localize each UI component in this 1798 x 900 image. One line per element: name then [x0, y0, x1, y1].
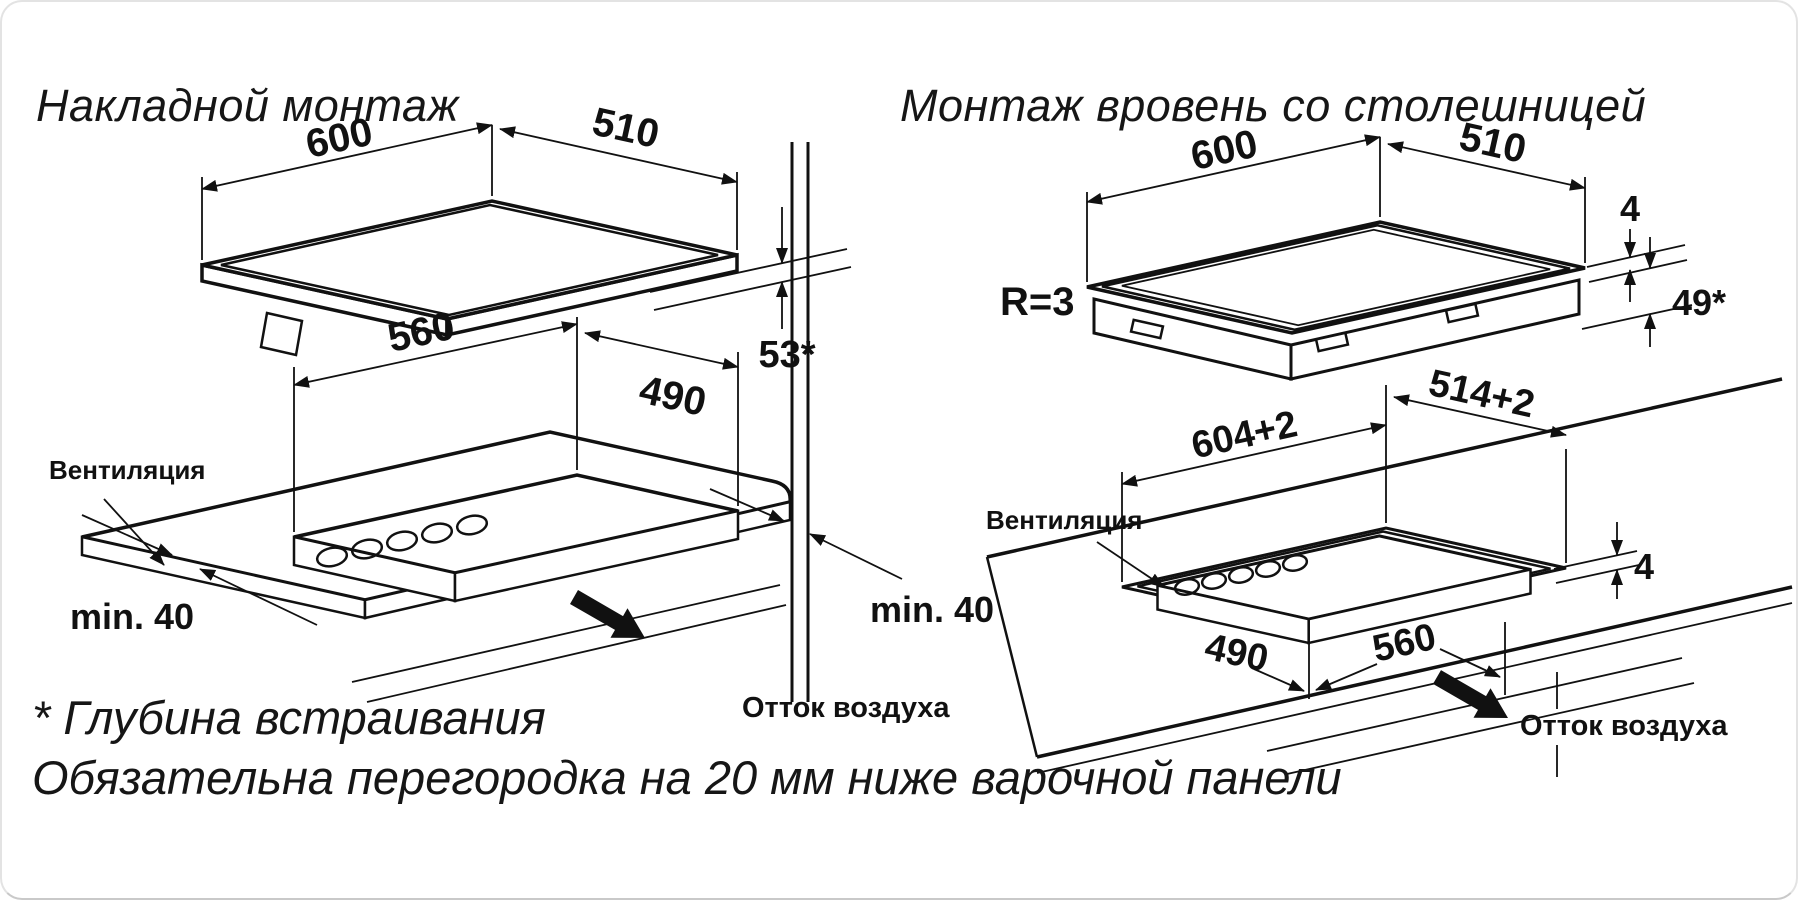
- clearance-left: min. 40: [70, 514, 318, 637]
- wall-lines: [790, 142, 810, 702]
- flush-cooktop-panel: [1086, 220, 1586, 381]
- dim-step-depth-label: 4: [1634, 546, 1654, 587]
- ventilation-holes: [1173, 554, 1309, 596]
- ventilation-callout: Вентиляция: [49, 455, 205, 566]
- cooktop-panel: [200, 199, 739, 357]
- dim-recess-depth: 514+2: [1393, 362, 1567, 563]
- dim-overlay-height: 53*: [649, 207, 852, 376]
- clearance-right-label: min. 40: [870, 589, 994, 630]
- panel-tab: [259, 311, 304, 357]
- dim-cutout-depth-label: 490: [635, 368, 710, 425]
- clearance-right: min. 40: [709, 488, 994, 630]
- dim-step-depth: 4: [1553, 522, 1654, 599]
- footnote-embed-depth: * Глубина встраивания: [32, 691, 546, 744]
- air-outflow-callout: Отток воздуха: [1433, 670, 1728, 777]
- dim-width-label: 600: [302, 110, 377, 167]
- ventilation-label: Вентиляция: [49, 455, 205, 485]
- countertop-with-cutout: [80, 430, 792, 703]
- flush-mount-diagram: 600 510 4 49* R=3: [985, 115, 1793, 777]
- dim-glass-thickness-label: 4: [1620, 188, 1640, 229]
- dim-overlay-height-label: 53*: [758, 334, 815, 376]
- dim-recess-width-label: 604+2: [1188, 403, 1301, 467]
- mounting-clip: [1444, 302, 1480, 324]
- ventilation-holes: [315, 514, 489, 568]
- air-outflow-label: Отток воздуха: [742, 692, 950, 724]
- mounting-clip: [1129, 318, 1165, 340]
- air-outflow-label: Отток воздуха: [1520, 710, 1728, 742]
- right-diagram-title: Монтаж вровень со столешницей: [900, 80, 1647, 131]
- dim-embed-depth-label: 49*: [1672, 282, 1726, 323]
- clearance-left-label: min. 40: [70, 596, 194, 637]
- surface-mount-diagram: 600 510 53* 560 490: [49, 100, 994, 724]
- dim-depth-label: 510: [588, 100, 663, 157]
- air-outflow-arrow: [1433, 670, 1508, 718]
- dim-glass-and-embed: 4 49*: [1581, 188, 1726, 347]
- cutout-hole: [292, 473, 740, 603]
- ventilation-callout: Вентиляция: [986, 505, 1165, 588]
- countertop-strip: [985, 377, 1793, 775]
- air-outflow-arrow: [570, 590, 645, 638]
- dim-width-label: 600: [1187, 122, 1262, 179]
- ventilation-label: Вентиляция: [986, 505, 1142, 535]
- corner-radius-label: R=3: [1000, 280, 1075, 324]
- stepped-cutout: [1121, 526, 1567, 645]
- air-outflow-callout: Отток воздуха: [570, 590, 950, 724]
- dim-depth-label: 510: [1455, 115, 1530, 172]
- mounting-clip: [1314, 331, 1350, 353]
- footnote-partition: Обязательна перегородка на 20 мм ниже ва…: [32, 751, 1342, 804]
